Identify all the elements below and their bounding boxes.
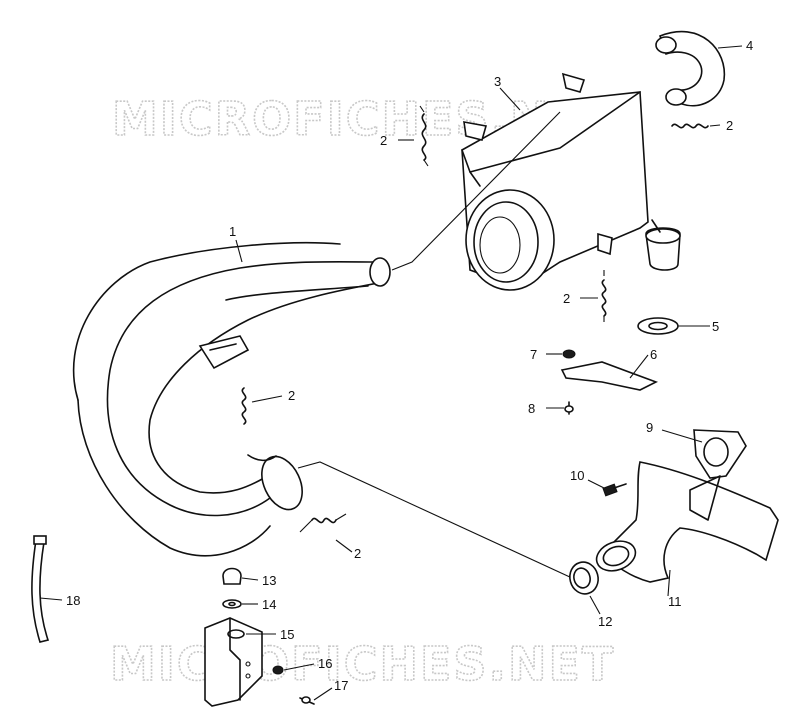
- label-2-top: 2: [380, 133, 387, 148]
- label-12: 12: [598, 614, 612, 629]
- part-7-nut: [562, 349, 576, 359]
- label-5: 5: [712, 319, 719, 334]
- part-4-elbow-pipe: [655, 30, 726, 107]
- part-8-bolt: [564, 401, 574, 415]
- label-2-left: 2: [288, 388, 295, 403]
- label-2-bottom: 2: [354, 546, 361, 561]
- part-18-strap: [31, 535, 50, 643]
- label-9: 9: [646, 420, 653, 435]
- part-15-bracket: [204, 617, 263, 707]
- part-2-spring-left: [241, 387, 247, 425]
- part-1-expansion-chamber: [72, 242, 391, 557]
- leader-lines: [39, 45, 743, 701]
- part-6-bracket: [560, 361, 659, 391]
- label-8: 8: [528, 401, 535, 416]
- part-2-spring-right: [671, 123, 709, 129]
- part-14-washer: [222, 599, 242, 609]
- part-12-coupler: [569, 561, 599, 595]
- label-15: 15: [280, 627, 294, 642]
- part-13-rubber-mount: [222, 567, 242, 585]
- label-10: 10: [570, 468, 584, 483]
- label-6: 6: [650, 347, 657, 362]
- label-11: 11: [668, 594, 682, 609]
- part-10-bolt: [602, 483, 627, 497]
- label-2-right: 2: [726, 118, 733, 133]
- part-11-manifold: [595, 461, 779, 583]
- label-1: 1: [229, 224, 236, 239]
- label-17: 17: [334, 678, 348, 693]
- label-2-middle: 2: [563, 291, 570, 306]
- label-7: 7: [530, 347, 537, 362]
- part-16-nut: [272, 665, 284, 675]
- label-16: 16: [318, 656, 332, 671]
- label-14: 14: [262, 597, 276, 612]
- part-9-flange-gasket: [693, 429, 747, 479]
- part-3-muffler: [461, 72, 681, 291]
- part-2-spring-top: [419, 105, 429, 167]
- part-5-gasket: [637, 317, 679, 335]
- label-3: 3: [494, 74, 501, 89]
- label-4: 4: [746, 38, 753, 53]
- label-13: 13: [262, 573, 276, 588]
- part-2-spring-middle: [601, 270, 607, 322]
- label-18: 18: [66, 593, 80, 608]
- watermark-bottom: MICROFICHES.NET: [110, 637, 615, 691]
- part-labels: 1 2 2 2 2 2 3 4 5 6 7 8 9 10 11 12 13 14…: [66, 38, 753, 693]
- part-17-screw: [299, 696, 315, 705]
- part-2-spring-bottom: [299, 513, 347, 533]
